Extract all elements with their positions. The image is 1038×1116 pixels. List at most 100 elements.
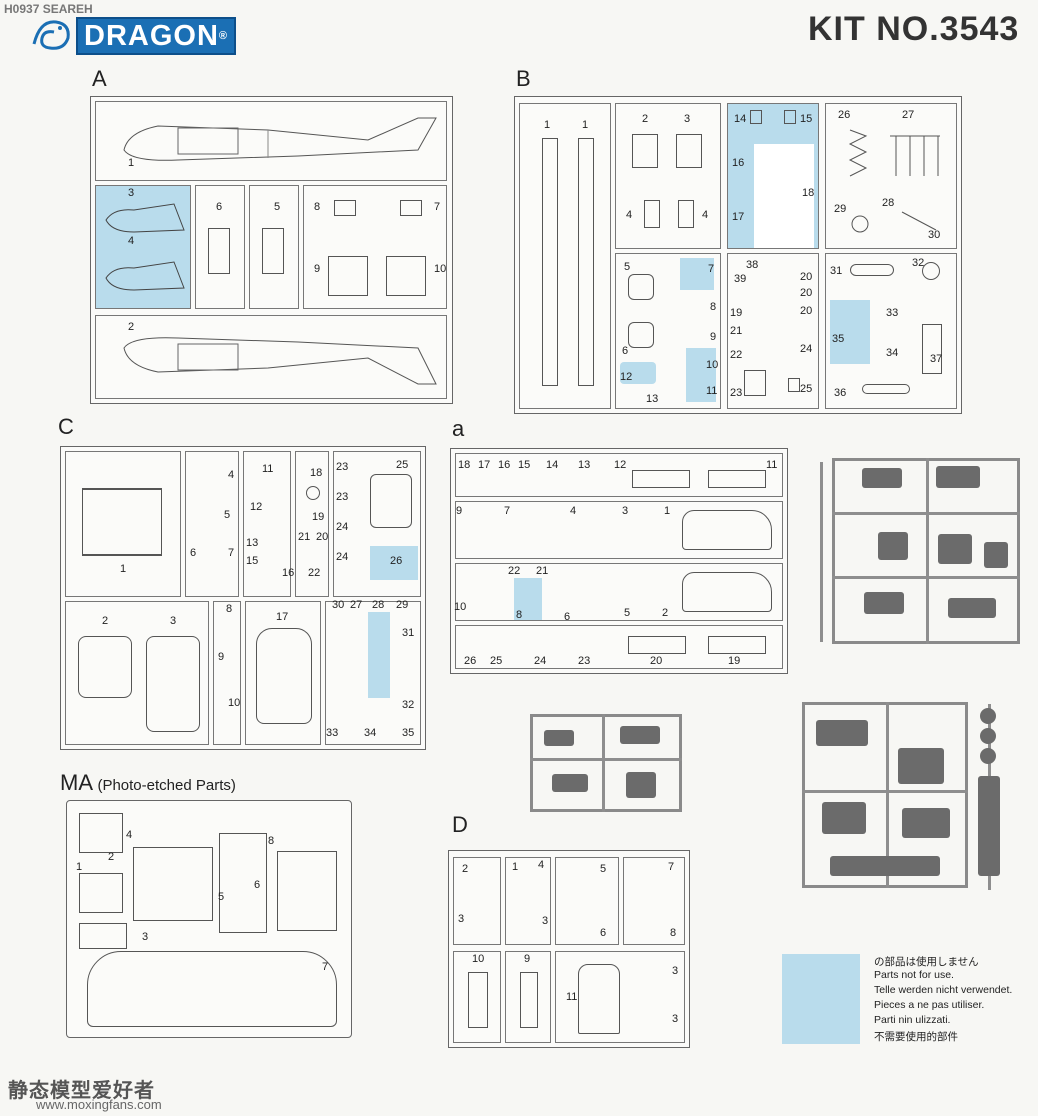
- num-D-6: 6: [600, 927, 607, 939]
- section-label-MA: MA (Photo-etched Parts): [60, 770, 236, 796]
- num-C-3: 3: [170, 615, 177, 627]
- num-a-13: 13: [578, 459, 591, 471]
- cell-B-2-4: [615, 103, 721, 249]
- num-a-19: 19: [728, 655, 741, 667]
- num-B-17: 17: [732, 211, 745, 223]
- num-B-25: 25: [800, 383, 813, 395]
- cell-D-2-3: [453, 857, 501, 945]
- num-B-14: 14: [734, 113, 747, 125]
- num-C-1: 1: [120, 563, 127, 575]
- legend-line-jp: の部品は使用しません: [874, 956, 979, 968]
- part-C-28-unused: [368, 612, 390, 698]
- num-C-2: 2: [102, 615, 109, 627]
- watermark-top: H0937 SEAREH: [4, 2, 93, 16]
- num-C-35: 35: [402, 727, 415, 739]
- cell-A-5: [249, 185, 299, 309]
- num-a-3: 3: [622, 505, 629, 517]
- cell-D-10: [453, 951, 501, 1043]
- logo-reg: ®: [218, 30, 228, 42]
- num-MA-1: 1: [76, 861, 83, 873]
- num-C-16: 16: [282, 567, 295, 579]
- num-a-20: 20: [650, 655, 663, 667]
- num-a-8: 8: [516, 609, 523, 621]
- watermark-cn: 静态模型爱好者: [8, 1080, 155, 1102]
- part-a-12: [632, 470, 690, 488]
- part-B-23: [744, 370, 766, 396]
- part-B-4a: [644, 200, 660, 228]
- num-C-15: 15: [246, 555, 259, 567]
- num-B-35: 35: [832, 333, 845, 345]
- part-B-32: [922, 262, 940, 280]
- num-D-4: 4: [538, 859, 545, 871]
- part-B-2: [632, 134, 658, 168]
- num-a-2: 2: [662, 607, 669, 619]
- num-B-18: 18: [802, 187, 815, 199]
- num-C-6: 6: [190, 547, 197, 559]
- cell-D-9: [505, 951, 551, 1043]
- ma-subtitle: (Photo-etched Parts): [97, 777, 236, 794]
- part-B-14: [750, 110, 762, 124]
- part-B-25: [788, 378, 800, 392]
- cell-C-17: [245, 601, 321, 745]
- num-C-33: 33: [326, 727, 339, 739]
- num-C-22: 22: [308, 567, 321, 579]
- num-C-8: 8: [226, 603, 233, 615]
- pe-fret-MA: [66, 800, 352, 1038]
- num-B-15: 15: [800, 113, 813, 125]
- num-B-37: 37: [930, 353, 943, 365]
- part-C-18: [306, 486, 320, 500]
- num-a-22: 22: [508, 565, 521, 577]
- cell-A-1: [95, 101, 447, 181]
- part-C-3: [146, 636, 200, 732]
- num-a-23: 23: [578, 655, 591, 667]
- part-MA-1: [79, 873, 123, 913]
- cell-B-31-37: [825, 253, 957, 409]
- num-C-21: 21: [298, 531, 311, 543]
- num-MA-8: 8: [268, 835, 275, 847]
- cell-C-4-7: [185, 451, 239, 597]
- section-label-A: A: [92, 66, 107, 91]
- num-B-4b: 4: [702, 209, 709, 221]
- num-C-27: 27: [350, 599, 363, 611]
- num-MA-4: 4: [126, 829, 133, 841]
- cell-B-5-13: [615, 253, 721, 409]
- part-B-3: [676, 134, 702, 168]
- num-a-9: 9: [456, 505, 463, 517]
- section-label-D: D: [452, 812, 468, 837]
- sprue-frame-D: [448, 850, 690, 1048]
- part-MA-3: [79, 923, 127, 949]
- part-B-1a: [542, 138, 558, 386]
- cell-A-3-4-unused: [95, 185, 191, 309]
- num-MA-6: 6: [254, 879, 261, 891]
- part-A-7: [400, 200, 422, 216]
- cell-A-2: [95, 315, 447, 399]
- dragon-emblem-icon: [30, 14, 74, 54]
- part-B-31: [850, 264, 894, 276]
- num-A-2: 2: [128, 321, 135, 333]
- num-C-31: 31: [402, 627, 415, 639]
- num-C-13: 13: [246, 537, 259, 549]
- num-A-1: 1: [128, 157, 135, 169]
- num-MA-7: 7: [322, 961, 329, 973]
- fuselage-half-1-icon: [123, 117, 437, 161]
- part-B-6: [628, 322, 654, 348]
- num-B-13: 13: [646, 393, 659, 405]
- section-label-B: B: [516, 66, 531, 91]
- num-B-32: 32: [912, 257, 925, 269]
- num-C-10: 10: [228, 697, 241, 709]
- num-B-34: 34: [886, 347, 899, 359]
- num-B-33: 33: [886, 307, 899, 319]
- springs-icon: [848, 129, 940, 233]
- num-B-39: 39: [734, 273, 747, 285]
- cell-B-19-38: [727, 253, 819, 409]
- legend-line-en: Parts not for use.: [874, 969, 954, 981]
- part-a-1: [682, 510, 772, 550]
- sprue-photo-c: [530, 708, 686, 814]
- num-C-32: 32: [402, 699, 415, 711]
- num-C-34: 34: [364, 727, 377, 739]
- num-D-8: 8: [670, 927, 677, 939]
- part-B-37: [922, 324, 942, 374]
- num-a-7: 7: [504, 505, 511, 517]
- num-a-21: 21: [536, 565, 549, 577]
- num-C-12: 12: [250, 501, 263, 513]
